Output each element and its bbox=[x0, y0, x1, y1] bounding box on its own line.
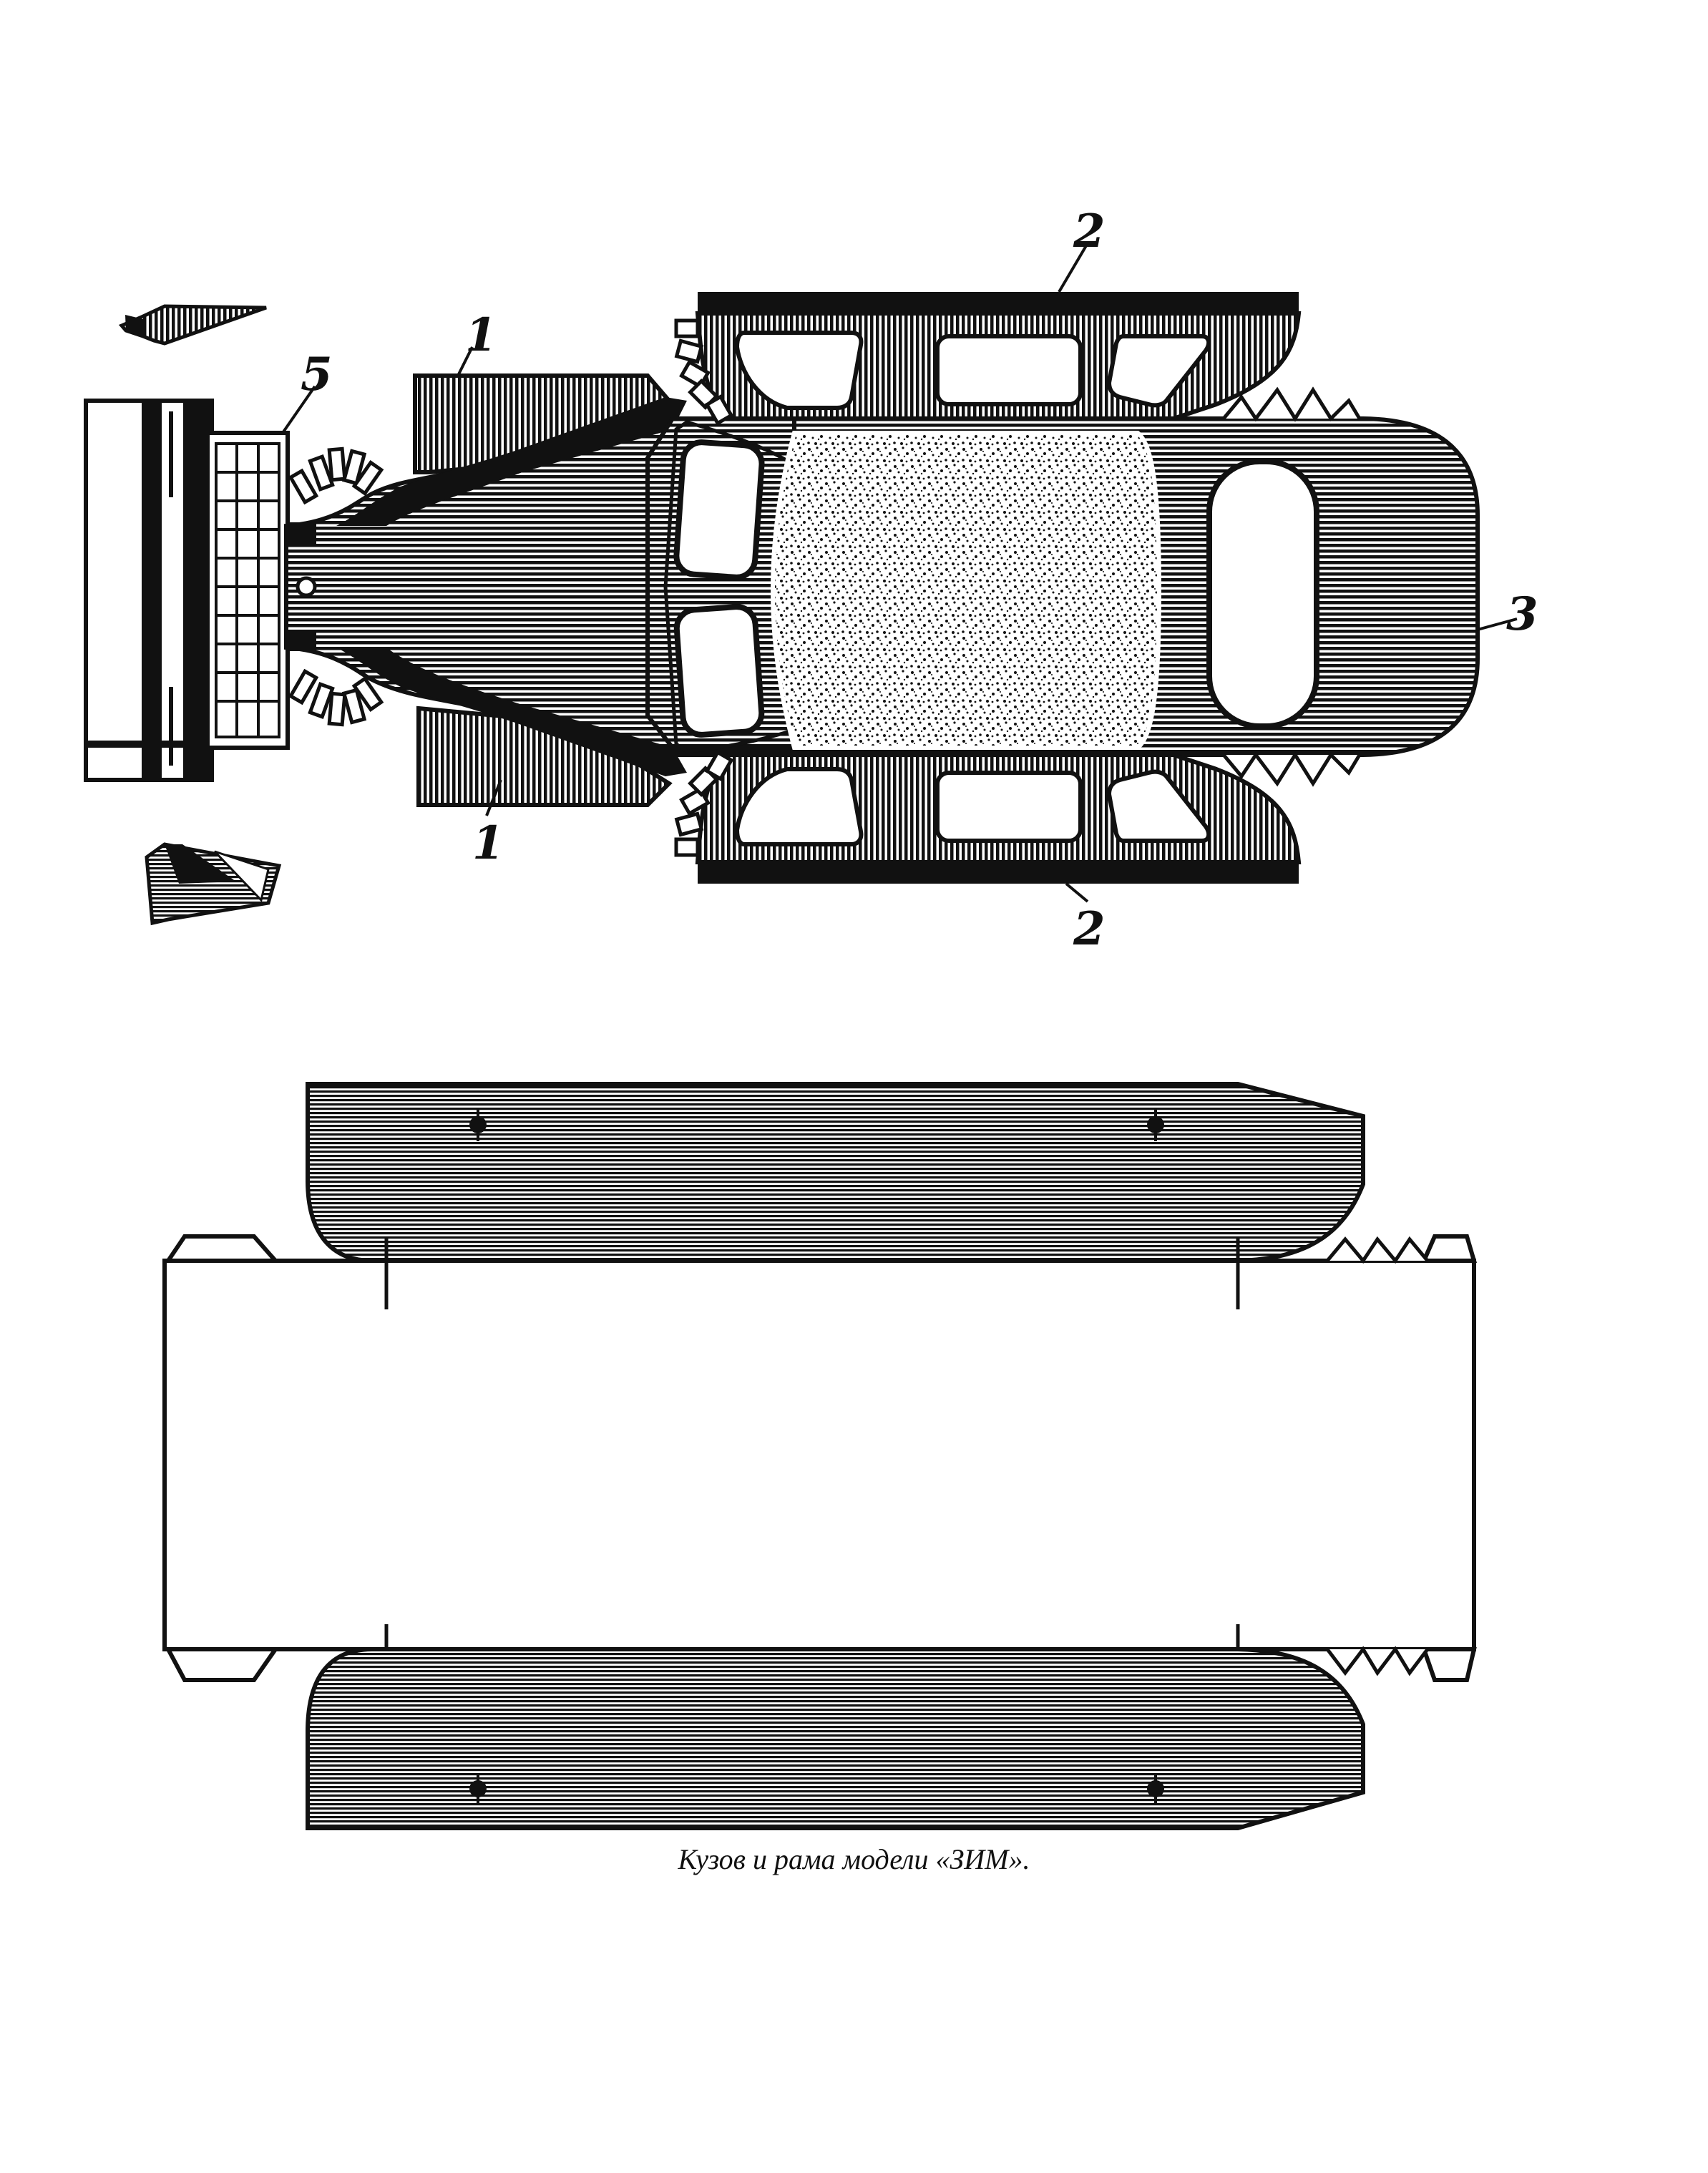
cabin-body-piece bbox=[645, 416, 1480, 757]
label-part-2-top: 2 bbox=[1073, 205, 1106, 258]
rear-tabs-bottom bbox=[1222, 751, 1362, 787]
radiator-grille-piece bbox=[205, 431, 290, 750]
body-center-strip bbox=[162, 1238, 1476, 1681]
hood-tabs-bottom bbox=[288, 668, 384, 727]
side-panel-lower bbox=[306, 1647, 1365, 1830]
side-panel-upper bbox=[306, 1082, 1365, 1263]
label-part-3: 3 bbox=[1506, 587, 1538, 641]
hood-tabs-top bbox=[288, 446, 384, 505]
wedge-piece-top bbox=[118, 304, 267, 346]
label-part-1-bottom: 1 bbox=[472, 816, 504, 870]
side-frame-bottom bbox=[674, 750, 1302, 884]
label-part-1-top: 1 bbox=[465, 308, 497, 362]
body-pattern-figure bbox=[162, 1082, 1478, 1830]
label-part-5: 5 bbox=[301, 348, 333, 401]
side-frame-top bbox=[674, 292, 1302, 426]
label-part-2-bottom: 2 bbox=[1073, 902, 1106, 956]
end-tabs bbox=[164, 1234, 1478, 1682]
front-bumper-piece bbox=[84, 399, 214, 782]
rear-tabs-top bbox=[1222, 386, 1362, 422]
figure-caption: Кузов и рама модели «ЗИМ». bbox=[678, 1843, 1030, 1875]
chassis-frame-figure: 5 1 1 2 2 3 bbox=[84, 205, 1538, 956]
sawtooth-tabs bbox=[1326, 1236, 1429, 1676]
leader-lines bbox=[281, 242, 1518, 903]
wedge-piece-bottom bbox=[145, 842, 282, 926]
